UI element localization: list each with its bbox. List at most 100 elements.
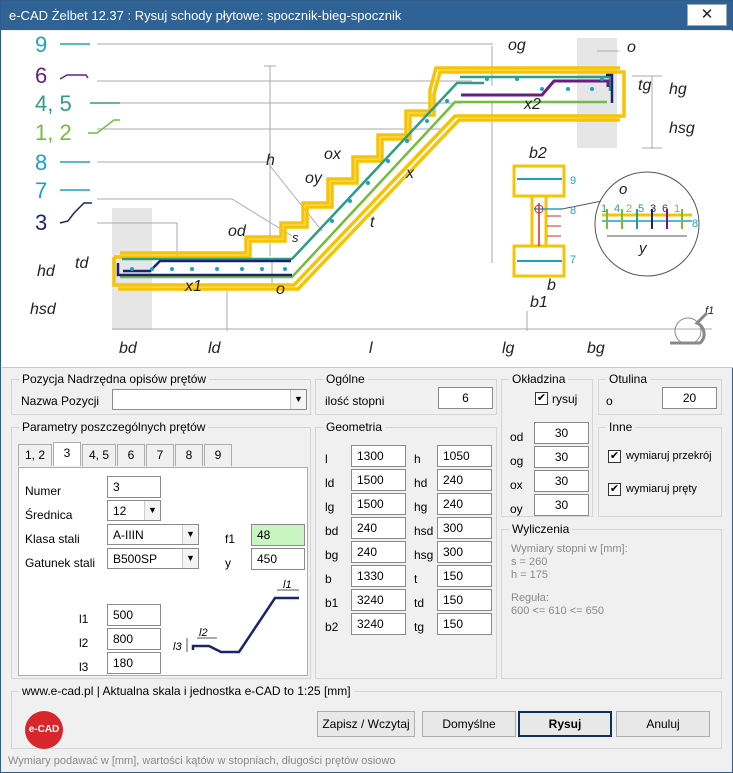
geometria-right-input[interactable]: 150	[437, 565, 492, 587]
detail-o: o	[619, 181, 627, 198]
legend-7: 7	[35, 178, 47, 203]
geometria-right-label: td	[414, 596, 425, 610]
dim-s: s	[292, 230, 299, 245]
numer-input[interactable]: 3	[107, 476, 161, 498]
pic-l1: l1	[283, 579, 292, 591]
tab-6[interactable]: 6	[117, 444, 145, 466]
od-input[interactable]: 30	[534, 422, 589, 444]
detail-side: 8	[692, 218, 698, 230]
pozycja-panel: Pozycja Nadrzędna opisów prętów Nazwa Po…	[11, 372, 311, 415]
detail-n6: 6	[662, 203, 668, 215]
wymiaruj-przekroj-checkbox[interactable]: ✔	[608, 450, 621, 463]
wyliczenia-title: Wyliczenia	[509, 522, 573, 536]
chevron-down-icon[interactable]: ▼	[182, 549, 198, 568]
tab-8[interactable]: 8	[175, 444, 203, 466]
l2-input[interactable]: 800	[107, 628, 161, 650]
dim-td: td	[75, 255, 89, 272]
chevron-down-icon[interactable]: ▼	[290, 390, 306, 409]
dim-x: x	[405, 165, 415, 182]
dim-o: o	[627, 39, 636, 56]
dim-lg: lg	[502, 340, 515, 357]
geometria-right-input[interactable]: 150	[437, 613, 492, 635]
otulina-input[interactable]: 20	[662, 387, 717, 409]
stairs-diagram: 9 6 4, 5 1, 2 8 7 3 og o tg hg hsg x2 ox…	[30, 32, 714, 357]
legend-1-2: 1, 2	[35, 120, 72, 145]
tab-3[interactable]: 3	[53, 442, 81, 466]
rysuj-button[interactable]: Rysuj	[518, 711, 612, 737]
domyslne-button[interactable]: Domyślne	[422, 711, 516, 737]
ilosc-stopni-input[interactable]: 6	[438, 387, 493, 409]
legend-3: 3	[35, 210, 47, 235]
l3-label: l3	[79, 660, 89, 674]
right-support	[577, 38, 617, 148]
close-button[interactable]: ✕	[687, 4, 727, 26]
tab-7[interactable]: 7	[146, 444, 174, 466]
stairs-drawing: 9 6 4, 5 1, 2 8 7 3 og o tg hg hsg x2 ox…	[2, 31, 733, 368]
dim-h: h	[266, 152, 275, 169]
tab-page: Numer 3 Średnica 12▼ Klasa stali A-IIIN▼…	[18, 468, 308, 676]
geometria-left-label: ld	[325, 476, 335, 490]
geometria-title: Geometria	[323, 420, 386, 434]
dim-b: b	[547, 277, 556, 294]
okladzina-panel: Okładzina ✔ rysuj od 30 og 30 ox 30 oy 3…	[501, 372, 593, 517]
geometria-left-input[interactable]: 240	[351, 541, 406, 563]
parametry-panel: Parametry poszczególnych prętów 1, 2 3 4…	[11, 420, 311, 679]
ox-input[interactable]: 30	[534, 470, 589, 492]
inne-panel: Inne ✔ wymiaruj przekrój ✔ wymiaruj pręt…	[598, 420, 722, 517]
rysuj-checkbox[interactable]: ✔	[535, 392, 548, 405]
legend-6: 6	[35, 63, 47, 88]
l1-input[interactable]: 500	[107, 604, 161, 626]
geometria-left-input[interactable]: 1500	[351, 493, 406, 515]
geometria-left-label: l	[325, 452, 328, 466]
okladzina-title: Okładzina	[509, 372, 569, 386]
geometria-right-input[interactable]: 1050	[437, 445, 492, 467]
dim-tg: tg	[638, 77, 651, 94]
detail-n4: 5	[638, 203, 644, 215]
geometria-right-input[interactable]: 300	[437, 541, 492, 563]
geometria-left-input[interactable]: 1500	[351, 469, 406, 491]
otulina-title: Otulina	[606, 372, 651, 386]
nazwa-pozycji-select[interactable]: ▼	[112, 389, 307, 410]
pic-l2: l2	[199, 627, 208, 639]
section-8: 8	[570, 205, 576, 217]
dim-hsg: hsg	[669, 120, 695, 137]
wymiaruj-prety-checkbox[interactable]: ✔	[608, 483, 621, 496]
anuluj-button[interactable]: Anuluj	[616, 711, 710, 737]
geometria-left-input[interactable]: 3240	[351, 613, 406, 635]
srednica-label: Średnica	[25, 508, 73, 522]
srednica-select[interactable]: 12▼	[107, 500, 161, 521]
tab-1-2[interactable]: 1, 2	[18, 444, 52, 466]
tab-4-5[interactable]: 4, 5	[82, 444, 116, 466]
zapisz-wczytaj-button[interactable]: Zapisz / Wczytaj	[317, 711, 415, 737]
chevron-down-icon[interactable]: ▼	[182, 525, 198, 544]
l1-label: l1	[79, 612, 89, 626]
geometria-right-input[interactable]: 300	[437, 517, 492, 539]
geometria-left-label: bd	[325, 524, 339, 538]
pozycja-title: Pozycja Nadrzędna opisów prętów	[19, 372, 210, 386]
otulina-label: o	[606, 394, 613, 408]
y-input[interactable]: 450	[251, 548, 305, 570]
geometria-left-input[interactable]: 1300	[351, 445, 406, 467]
oy-input[interactable]: 30	[534, 494, 589, 516]
tab-9[interactable]: 9	[204, 444, 232, 466]
geometria-left-label: b1	[325, 596, 339, 610]
dim-x1: x1	[184, 278, 202, 295]
klasa-stali-select[interactable]: A-IIIN▼	[107, 524, 199, 545]
geometria-left-label: bg	[325, 548, 339, 562]
geometria-right-input[interactable]: 240	[437, 469, 492, 491]
chevron-down-icon[interactable]: ▼	[144, 501, 160, 520]
gatunek-stali-select[interactable]: B500SP▼	[107, 548, 199, 569]
geometria-right-input[interactable]: 150	[437, 589, 492, 611]
l3-input[interactable]: 180	[107, 652, 161, 674]
og-input[interactable]: 30	[534, 446, 589, 468]
geometria-left-input[interactable]: 3240	[351, 589, 406, 611]
geometria-right-input[interactable]: 240	[437, 493, 492, 515]
gatunek-stali-label: Gatunek stali	[25, 556, 96, 570]
ox-label: ox	[510, 478, 523, 492]
geometria-left-input[interactable]: 1330	[351, 565, 406, 587]
f1-input[interactable]: 48	[251, 524, 305, 546]
geometria-left-label: b2	[325, 620, 339, 634]
geometria-left-input[interactable]: 240	[351, 517, 406, 539]
wymiaruj-przekroj-label: wymiaruj przekrój	[626, 450, 712, 462]
